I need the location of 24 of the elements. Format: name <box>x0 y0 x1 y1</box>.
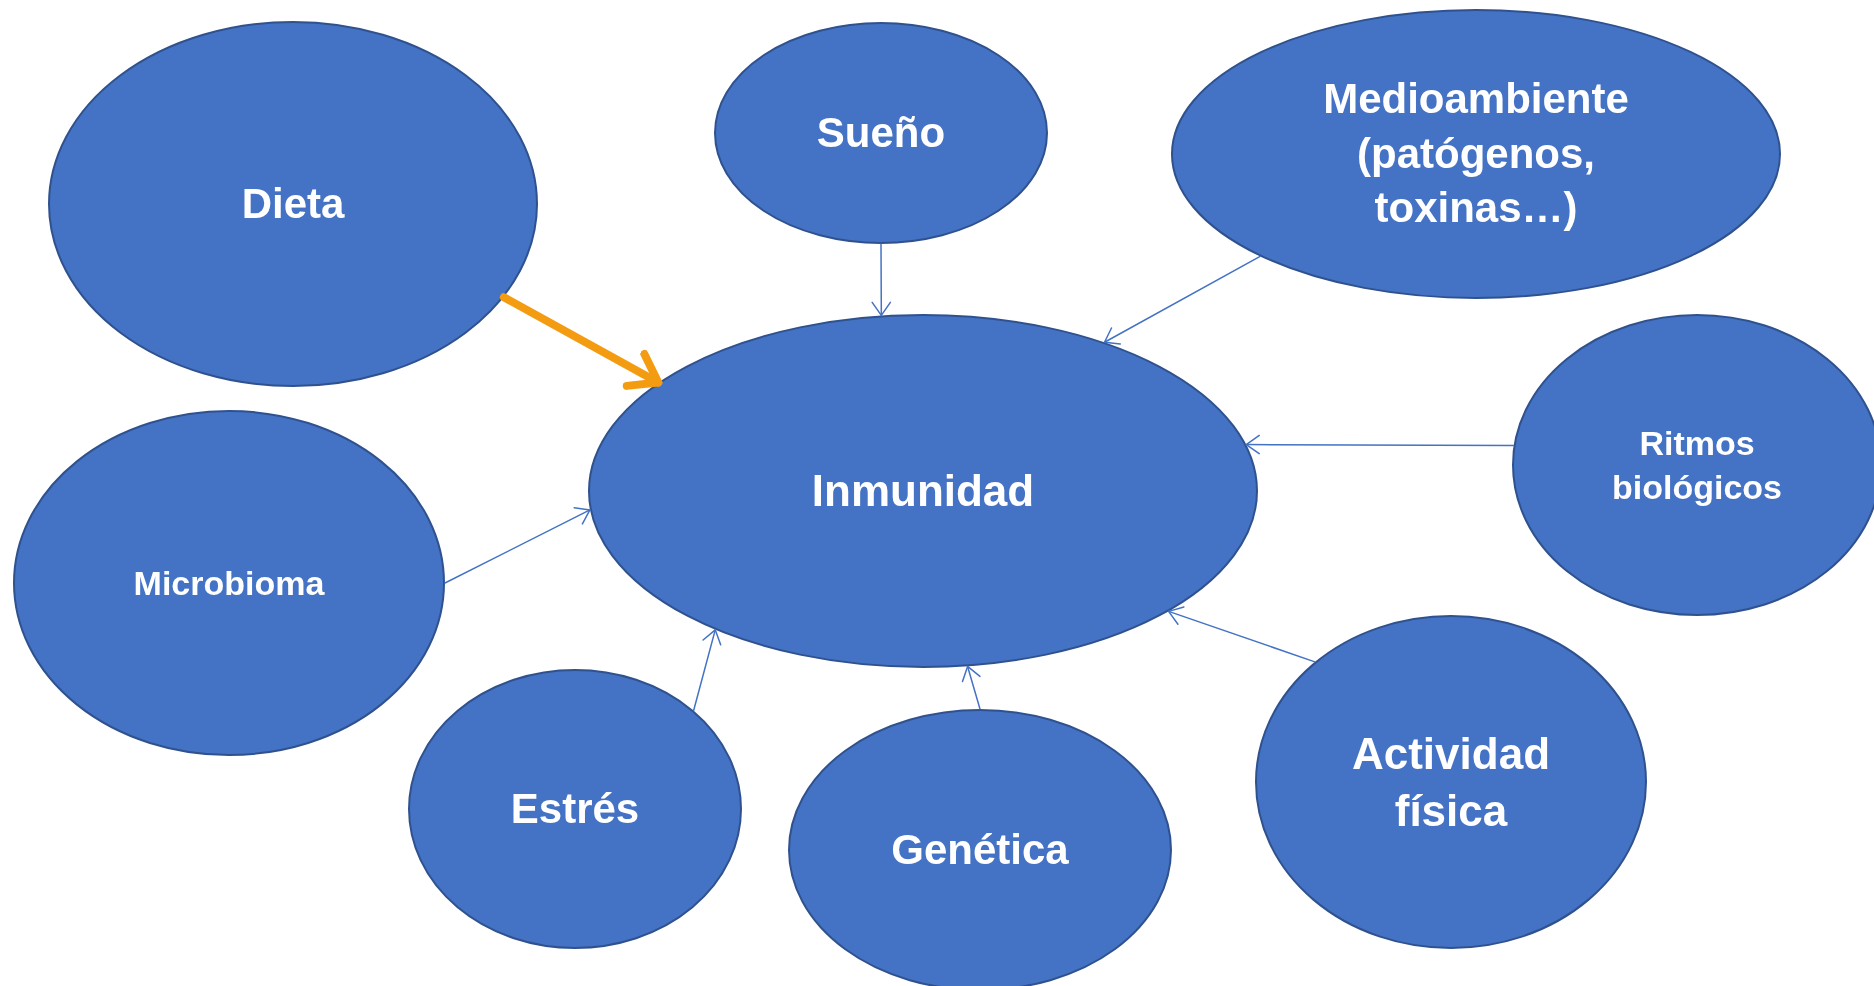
node-label: Genética <box>890 824 1070 875</box>
ellipse-node <box>13 410 445 756</box>
node-label: Inmunidad <box>810 465 1036 518</box>
ellipse-node <box>1171 9 1781 299</box>
arrow <box>1245 434 1515 455</box>
ellipse-node <box>588 314 1258 668</box>
ellipse-node <box>408 669 742 949</box>
node-label: Medioambiente (patógenos, toxinas…) <box>1322 74 1630 234</box>
arrow <box>1103 255 1261 345</box>
node-label: Ritmos biológicos <box>1611 422 1783 508</box>
arrow <box>444 506 591 584</box>
arrow <box>692 629 722 712</box>
node-label: Actividad física <box>1350 727 1551 837</box>
arrow <box>871 243 892 317</box>
arrow <box>1167 606 1316 663</box>
node-label: Dieta <box>240 178 346 229</box>
ellipse-node <box>714 22 1048 244</box>
thick-arrow <box>499 293 663 390</box>
ellipse-node <box>1255 615 1647 949</box>
arrow <box>961 665 981 710</box>
node-label: Sueño <box>815 107 947 158</box>
node-label: Microbioma <box>132 562 326 604</box>
ellipse-node <box>48 21 538 387</box>
node-label: Estrés <box>509 783 641 834</box>
